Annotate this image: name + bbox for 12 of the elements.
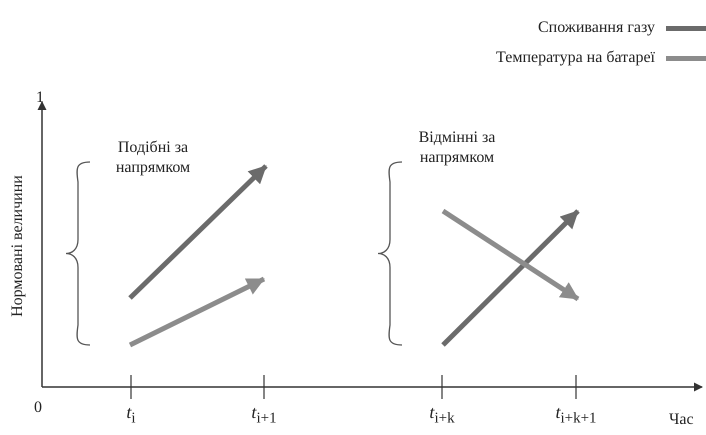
tick-label: t$_{i+1}$ bbox=[250, 402, 278, 429]
legend-label: Споживання газу bbox=[536, 18, 655, 38]
tick-label: t$_{i+k+1}$ bbox=[554, 402, 598, 429]
axis-value: 1 bbox=[36, 88, 44, 108]
axis-title: Час bbox=[669, 410, 694, 430]
tick-label: t$_{i}$ bbox=[125, 402, 137, 429]
annotation-text: Відмінні за напрямком bbox=[418, 128, 496, 168]
axis-title: Нормовані величини bbox=[8, 174, 27, 319]
tick-label: t$_{i+k}$ bbox=[428, 402, 456, 429]
axis-value: 0 bbox=[34, 398, 42, 418]
annotation-text: Подібні за напрямком bbox=[114, 138, 192, 178]
legend-label: Температура на батареї bbox=[495, 48, 655, 68]
